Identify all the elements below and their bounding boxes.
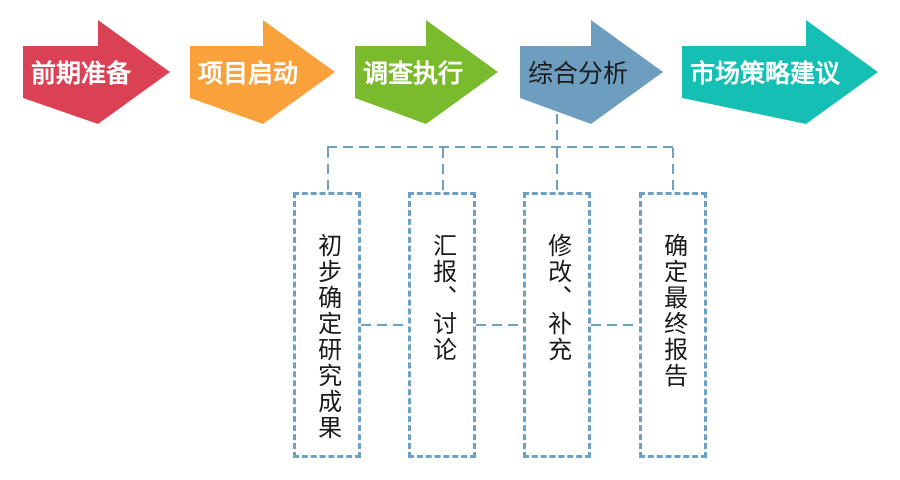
substep-box-revise-supplement-label: 修改、补充 <box>543 233 571 363</box>
connector-drop-2 <box>442 148 444 192</box>
stage-arrow-preparation-label: 前期准备 <box>31 60 132 88</box>
connector-trunk <box>327 146 674 148</box>
connector-drop-3 <box>556 148 558 192</box>
stage-arrow-comprehensive-analysis: 综合分析 <box>520 20 663 124</box>
substep-box-report-discussion-label: 汇报、讨论 <box>428 233 456 363</box>
stage-arrow-comprehensive-analysis-label: 综合分析 <box>528 60 629 88</box>
stage-arrow-launch: 项目启动 <box>190 20 335 124</box>
stage-arrow-survey-execution-label: 调查执行 <box>363 60 464 88</box>
substep-box-final-report: 确定最终报告 <box>639 192 707 458</box>
connector-link-box1-box2 <box>361 324 408 326</box>
substep-box-final-report-label: 确定最终报告 <box>659 233 687 389</box>
connector-stem-from-analysis <box>556 98 558 147</box>
substep-box-revise-supplement: 修改、补充 <box>523 192 591 458</box>
stage-arrow-market-strategy: 市场策略建议 <box>682 20 878 124</box>
connector-link-box2-box3 <box>476 324 523 326</box>
connector-drop-4 <box>672 148 674 192</box>
stage-arrow-market-strategy-label: 市场策略建议 <box>690 60 841 88</box>
stage-arrow-preparation: 前期准备 <box>23 20 170 124</box>
substep-box-initial-research-results: 初步确定研究成果 <box>293 192 361 458</box>
stage-arrow-launch-label: 项目启动 <box>198 60 299 88</box>
substep-box-initial-research-results-label: 初步确定研究成果 <box>313 233 341 441</box>
connector-link-box3-box4 <box>591 324 639 326</box>
substep-box-report-discussion: 汇报、讨论 <box>408 192 476 458</box>
stage-arrow-survey-execution: 调查执行 <box>355 20 498 124</box>
connector-drop-1 <box>327 148 329 192</box>
